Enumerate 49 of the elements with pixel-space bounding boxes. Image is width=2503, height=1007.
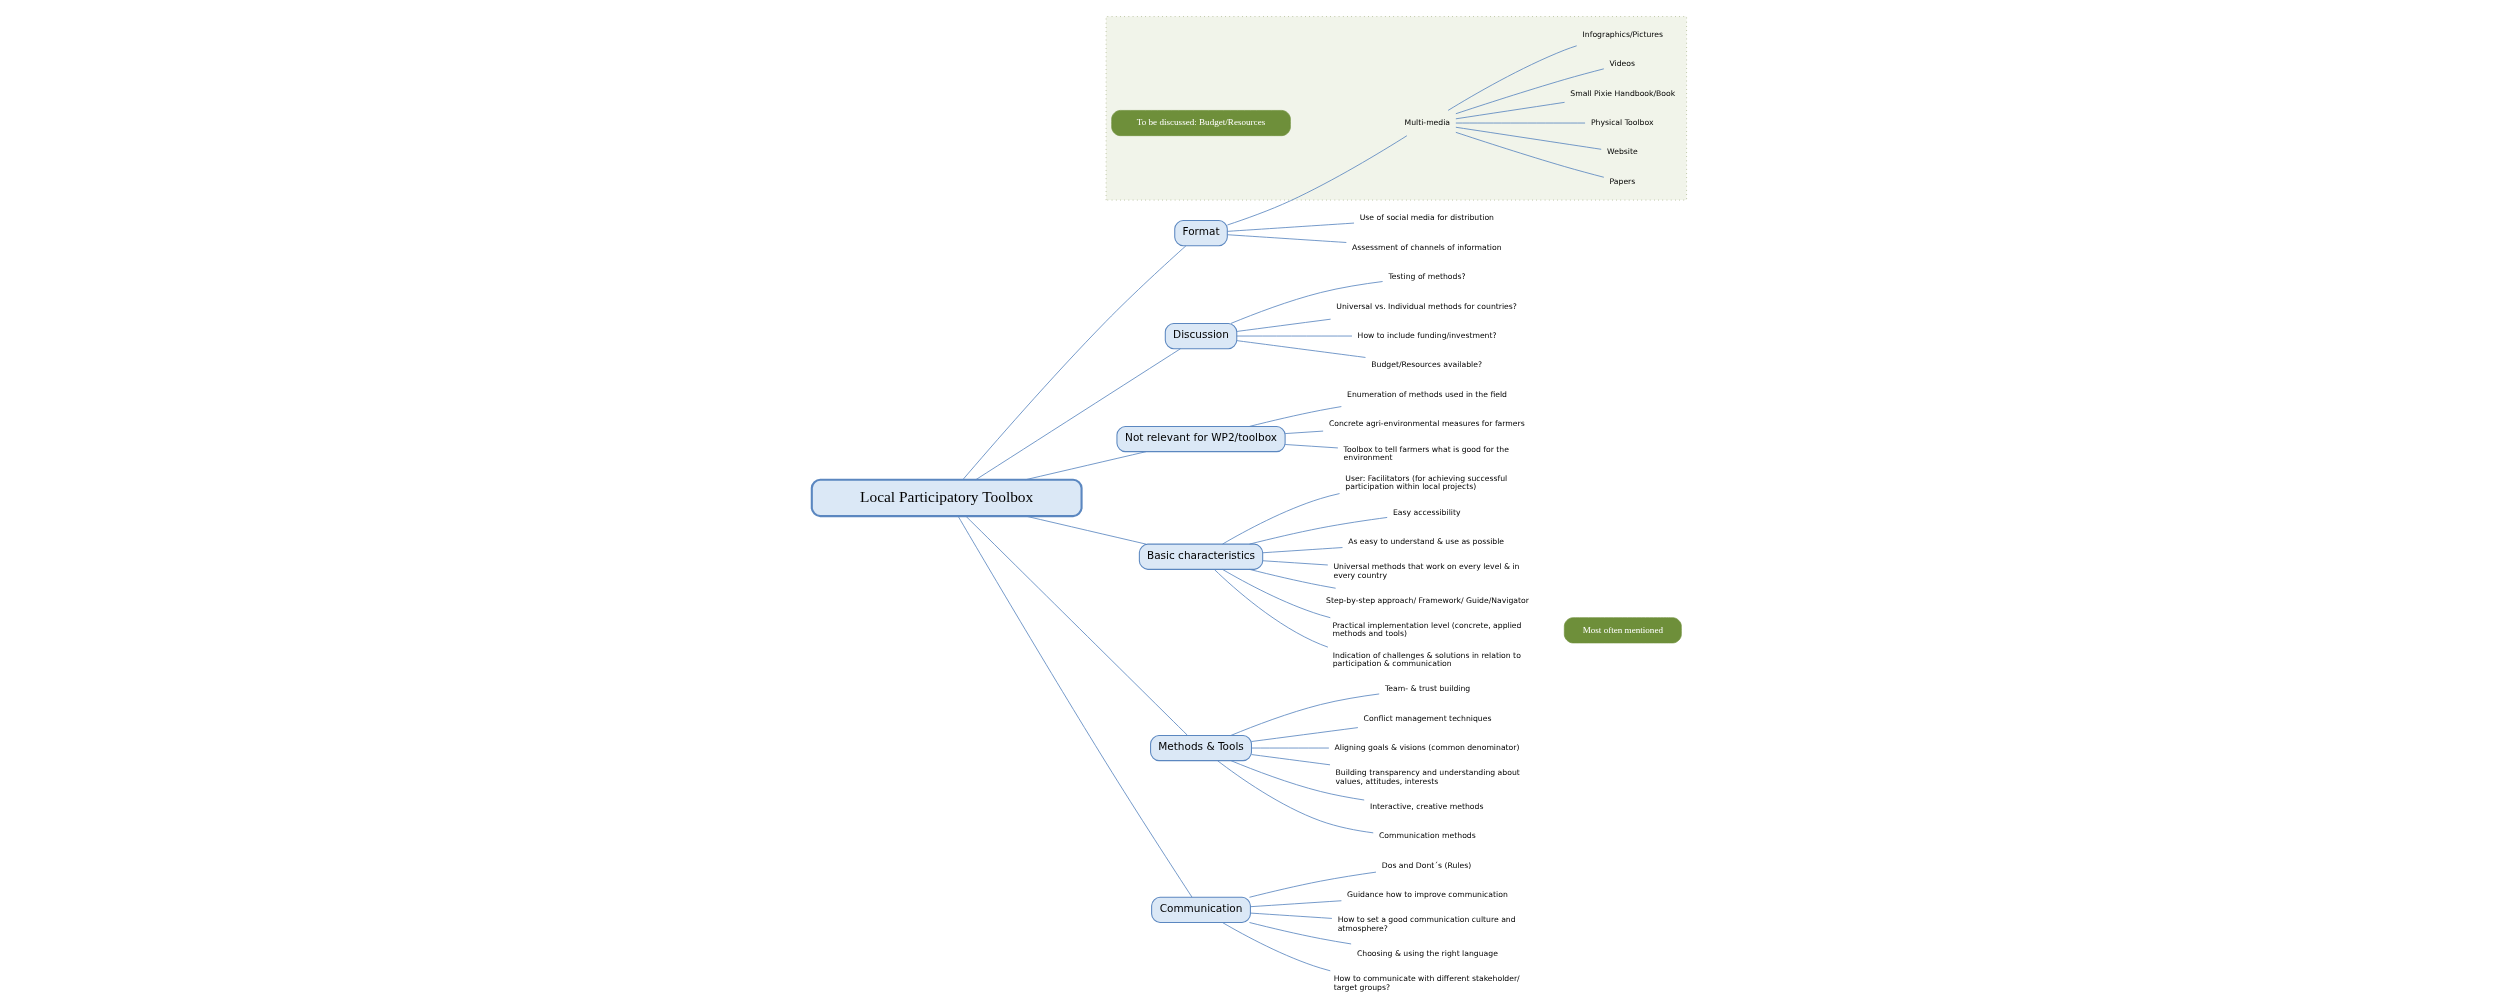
connector [1226, 135, 1407, 226]
connector [1249, 900, 1342, 908]
connector [1024, 451, 1146, 481]
connector [1213, 568, 1328, 648]
connector [1454, 68, 1604, 115]
connector [1235, 340, 1366, 358]
connector [1216, 760, 1374, 834]
node-box: Most often mentioned [1563, 617, 1682, 644]
connector [1235, 318, 1331, 332]
node-box: Not relevant for WP2/toolbox [1115, 425, 1286, 453]
node-box: Communication [1150, 896, 1251, 924]
connector [1454, 126, 1602, 150]
connector [1235, 335, 1352, 337]
connector [1248, 922, 1352, 945]
connector [1454, 131, 1604, 178]
connector [1284, 444, 1338, 449]
cluster [1105, 16, 1687, 201]
connector [1230, 693, 1380, 736]
connector [1230, 760, 1365, 801]
connector [1261, 560, 1328, 566]
connector [1226, 234, 1347, 243]
connector [961, 245, 1186, 481]
connector [1221, 493, 1340, 545]
connector [1447, 45, 1577, 111]
connector [1221, 569, 1331, 619]
connector [1248, 568, 1336, 589]
connector [1250, 747, 1329, 749]
connector [1248, 871, 1376, 898]
connector [1250, 727, 1358, 742]
connector [1454, 122, 1585, 124]
connector [1221, 922, 1331, 972]
connector [1454, 101, 1565, 120]
connector [965, 515, 1188, 736]
connector [1284, 430, 1324, 434]
node-box: Basic characteristics [1138, 543, 1263, 570]
connector [1250, 754, 1330, 766]
node-box: Methods & Tools [1149, 734, 1252, 762]
node-box: Format [1173, 219, 1228, 247]
node-box: Discussion [1164, 322, 1237, 350]
connector [957, 515, 1192, 898]
connector [1248, 517, 1388, 545]
connector [1249, 912, 1332, 919]
connector [1261, 547, 1343, 554]
node-box: To be discussed: Budget/Resources [1110, 110, 1291, 136]
connector [1226, 222, 1354, 232]
node-box: Local Participatory Toolbox [810, 478, 1083, 518]
connector [1230, 281, 1383, 324]
connector [1248, 406, 1342, 427]
connector [975, 348, 1181, 481]
